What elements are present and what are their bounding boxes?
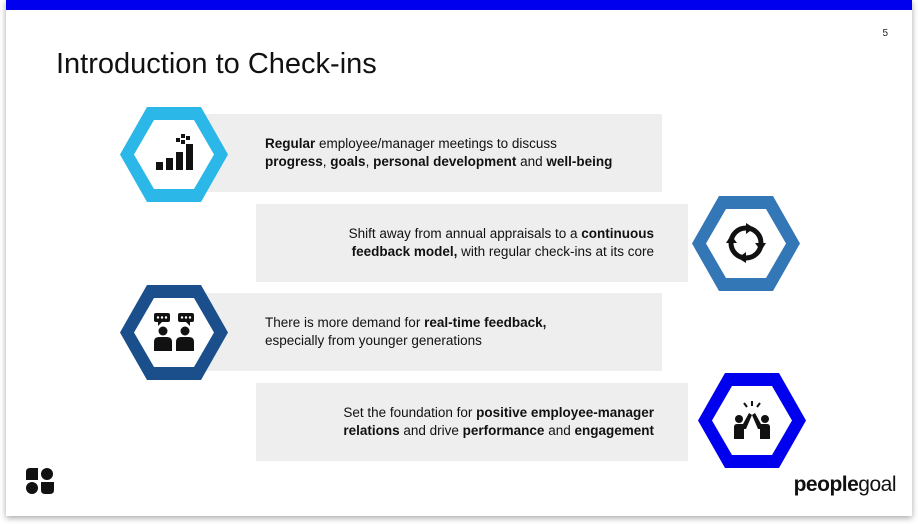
row-3-hexagon [120,285,228,380]
text-run: , [322,154,331,169]
text-run: continuous [581,226,654,241]
row-4-panel [256,383,688,461]
row-4-hexagon [698,373,806,468]
row-3-line-1: There is more demand for real-time feedb… [265,314,655,332]
text-run: well-being [546,154,613,169]
people-talking-icon [154,313,194,351]
high-five-icon [734,401,770,439]
row-4-line-2: relations and drive performance and enga… [258,422,654,440]
text-run: and [516,154,547,169]
slide-title: Introduction to Check-ins [56,48,377,80]
row-2-hexagon [692,196,800,291]
cycle-arrows-icon [726,223,766,263]
text-run: There is more demand for [265,315,425,330]
text-run: employee/manager meetings to discuss [315,136,557,151]
text-run: Shift away from annual appraisals to a [348,226,582,241]
text-run: progress [265,154,323,169]
text-run: positive employee-manager [476,405,654,420]
row-2-text: Shift away from annual appraisals to a c… [258,204,654,282]
growth-chart-icon [156,134,193,170]
text-run: and drive [399,423,463,438]
row-1-line-1: Regular employee/manager meetings to dis… [265,135,655,153]
row-1-line-2: progress, goals, personal development an… [265,153,655,171]
text-run: goals [330,154,366,169]
row-1-text: Regular employee/manager meetings to dis… [265,114,655,192]
wordmark-regular: goal [858,473,896,496]
text-run: Regular [265,136,316,151]
row-3-panel [176,293,662,371]
row-1-panel [176,114,662,192]
text-run: feedback model, [351,244,458,259]
text-run: especially from younger generations [265,333,482,348]
text-run: relations [343,423,400,438]
row-4-line-1: Set the foundation for positive employee… [258,404,654,422]
text-run: with regular check-ins at its core [457,244,654,259]
top-accent-bar [6,0,912,10]
text-run: , [365,154,374,169]
text-run: performance [462,423,545,438]
text-run: engagement [574,423,654,438]
row-2-line-1: Shift away from annual appraisals to a c… [258,225,654,243]
peoplegoal-wordmark: peoplegoal [793,473,897,497]
wordmark-bold: people [793,473,859,496]
row-3-text: There is more demand for real-time feedb… [265,293,655,371]
text-run: real-time feedback, [424,315,547,330]
row-1-hexagon [120,107,228,202]
page-number: 5 [882,28,888,39]
slide: 5 Introduction to Check-ins Regular empl… [6,0,912,516]
row-2-panel [256,204,688,282]
row-4-text: Set the foundation for positive employee… [258,383,654,461]
text-run: personal development [373,154,517,169]
brand-logo-icon [26,468,54,494]
row-3-line-2: especially from younger generations [265,332,655,350]
row-2-line-2: feedback model, with regular check-ins a… [258,243,654,261]
text-run: and [544,423,575,438]
text-run: Set the foundation for [343,405,477,420]
